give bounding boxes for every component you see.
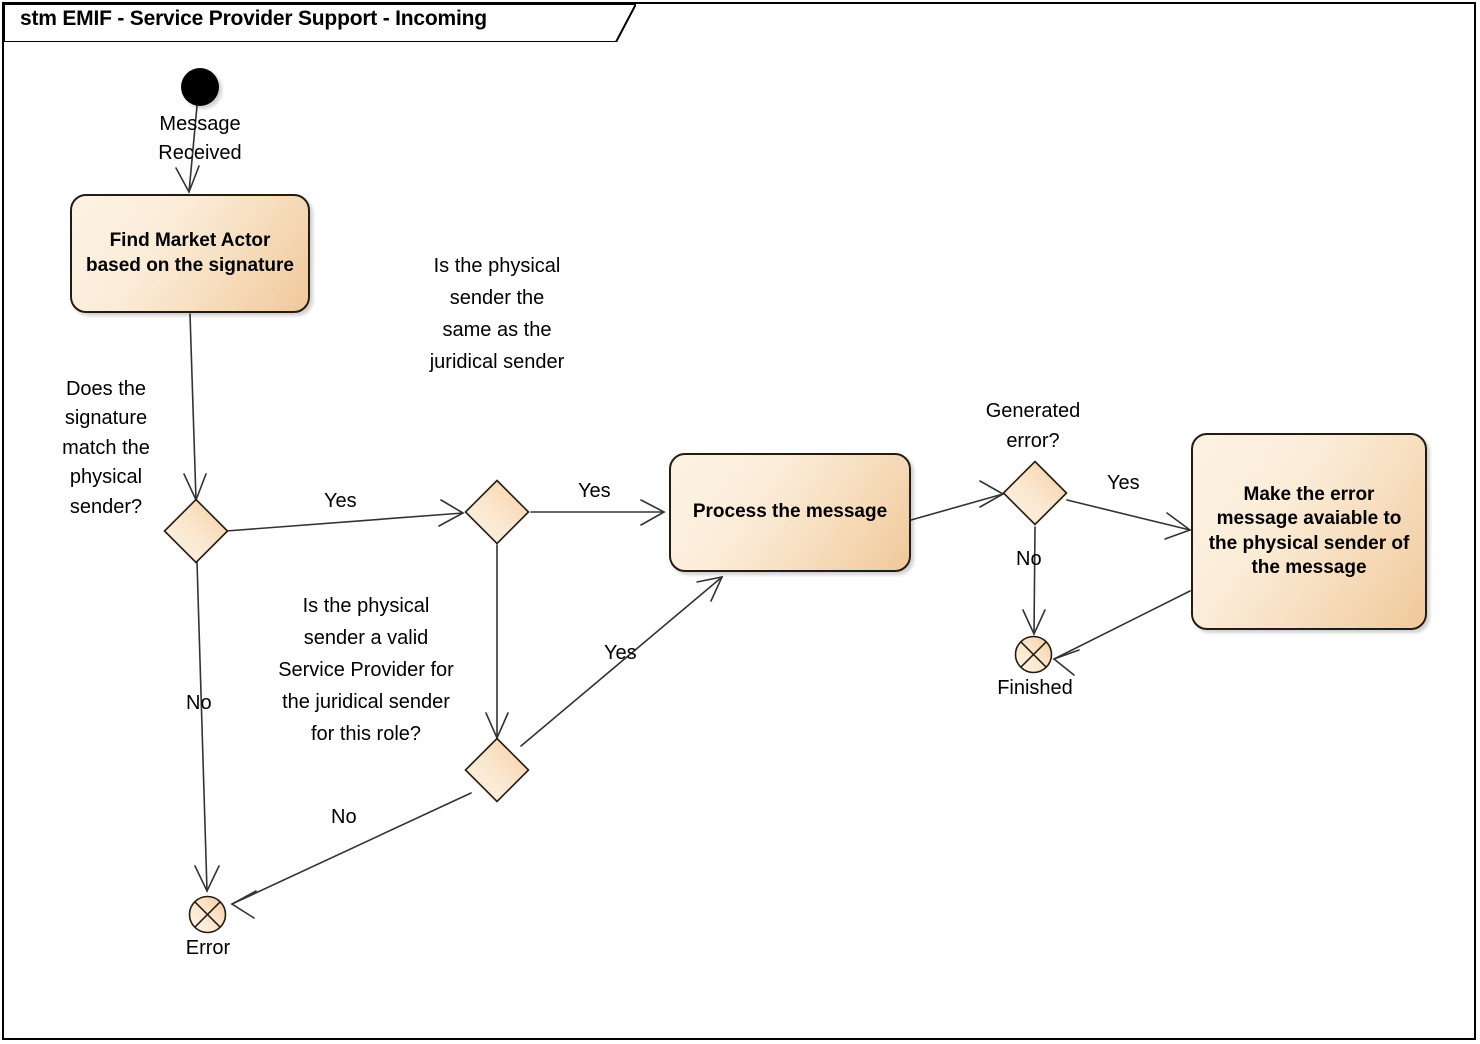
arrowhead-start-to-find: [175, 165, 200, 194]
edge-label-valid-sp-yes: Yes: [604, 642, 637, 664]
edge-generated-error-yes: [1066, 499, 1191, 531]
edge-find-to-signature-decision: [189, 313, 197, 501]
terminal-node-error[interactable]: [188, 895, 227, 934]
arrowhead-valid-sp-yes: [696, 575, 724, 602]
edge-label-valid-sp-no: No: [331, 806, 357, 828]
arrowhead-generated-error-no: [1022, 609, 1046, 636]
decision-valid-service-provider-question: Is the physical sender a valid Service P…: [278, 595, 454, 745]
state-make-error-message-available-label: Make the error message avaiable to the p…: [1208, 483, 1410, 578]
page-title: stm EMIF - Service Provider Support - In…: [20, 7, 487, 30]
edge-error-message-to-finished: [1053, 590, 1191, 660]
edge-process-to-generated-error: [910, 493, 1004, 521]
terminal-node-error-caption: Error: [185, 937, 231, 959]
edge-generated-error-no: [1033, 526, 1036, 635]
state-find-market-actor[interactable]: Find Market Actor based on the signature: [70, 194, 310, 313]
arrowhead-valid-sp-no: [230, 890, 257, 919]
arrowhead-generated-error-yes: [1164, 512, 1192, 540]
terminal-node-finished[interactable]: [1014, 635, 1053, 674]
arrowhead-same-sender-down: [485, 712, 509, 740]
edge-signature-yes: [225, 512, 464, 532]
decision-same-sender-question: Is the physical sender the same as the j…: [429, 255, 565, 373]
edge-label-signature-match-yes: Yes: [324, 490, 357, 512]
state-process-the-message-label: Process the message: [692, 501, 888, 523]
state-make-error-message-available[interactable]: Make the error message avaiable to the p…: [1191, 433, 1427, 630]
terminal-node-finished-caption: Finished: [997, 677, 1073, 699]
decision-valid-service-provider[interactable]: [464, 737, 530, 803]
arrowhead-error-message-to-finished: [1052, 649, 1080, 676]
start-node[interactable]: [181, 68, 219, 106]
arrowhead-same-sender-yes: [640, 499, 666, 526]
edge-label-same-sender-yes: Yes: [578, 480, 611, 502]
decision-generated-error-question: Generated error?: [985, 400, 1081, 452]
diagram-title-tab: [4, 4, 636, 42]
arrowhead-process-to-generated-error: [979, 480, 1005, 508]
decision-same-sender[interactable]: [464, 479, 530, 545]
arrowhead-signature-yes: [438, 499, 465, 527]
state-find-market-actor-label: Find Market Actor based on the signature: [86, 230, 294, 276]
arrowhead-signature-no: [194, 865, 220, 893]
decision-signature-match[interactable]: [163, 498, 229, 564]
edge-signature-no: [196, 561, 208, 892]
decision-generated-error[interactable]: [1002, 460, 1068, 526]
decision-signature-match-question: Does the signature match the physical se…: [62, 378, 150, 518]
edge-label-generated-error-yes: Yes: [1107, 472, 1140, 494]
state-process-the-message[interactable]: Process the message: [669, 453, 911, 572]
arrowhead-find-to-signature-decision: [183, 473, 207, 503]
edge-label-signature-match-no: No: [186, 692, 212, 714]
edge-label-generated-error-no: No: [1016, 548, 1042, 570]
edge-label-message-received: Message Received: [158, 113, 242, 164]
